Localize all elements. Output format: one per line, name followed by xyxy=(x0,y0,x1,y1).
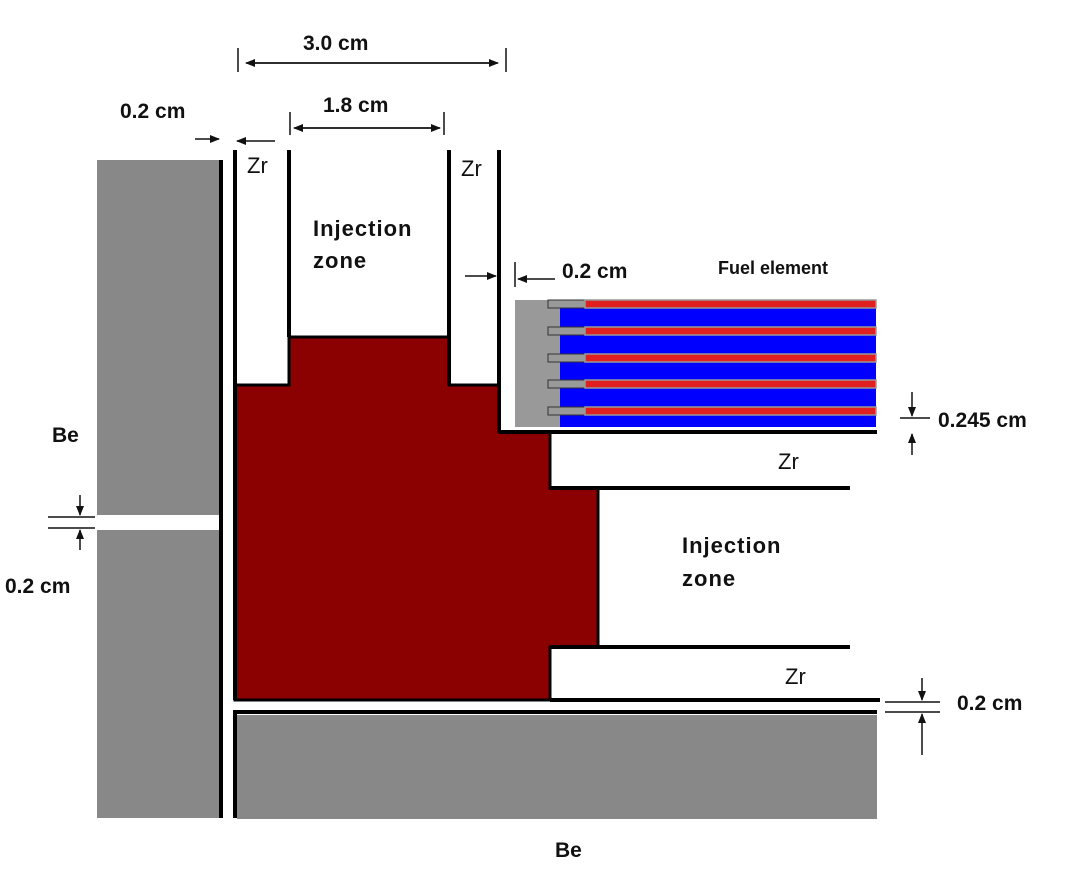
be-label-bottom: Be xyxy=(555,839,582,862)
be-label-left: Be xyxy=(52,424,79,447)
dim-0-245cm-label: 0.245 cm xyxy=(938,409,1027,432)
be-block-left-top xyxy=(97,160,219,515)
dim-1-8cm-label: 1.8 cm xyxy=(323,94,388,117)
walls xyxy=(219,150,880,818)
injection-zone-right-line1: Injection xyxy=(682,533,781,558)
dim-0-2cm-bottom-label: 0.2 cm xyxy=(957,692,1022,715)
be-block-left-bottom xyxy=(97,530,219,818)
zr-label-low: Zr xyxy=(785,664,806,689)
fuel-plate xyxy=(547,406,877,416)
zr-label-mid: Zr xyxy=(778,449,799,474)
dim-0-2cm-fuel-label: 0.2 cm xyxy=(562,260,627,283)
fuel-element-label: Fuel element xyxy=(718,258,828,278)
zr-label-top-left: Zr xyxy=(247,153,268,178)
be-block-bottom xyxy=(237,715,877,819)
fuel-plate xyxy=(547,299,877,309)
fuel-plate xyxy=(547,353,877,363)
injection-zone-top-line1: Injection xyxy=(313,216,412,241)
dim-3cm-label: 3.0 cm xyxy=(303,32,368,55)
injection-zone-right-line2: zone xyxy=(682,566,736,591)
fuel-plate xyxy=(547,326,877,336)
fuel-element xyxy=(515,299,877,427)
dimension-lines xyxy=(48,48,940,755)
injection-zone-top-line2: zone xyxy=(313,248,367,273)
fuel-plate xyxy=(547,379,877,389)
dim-0-2cm-top-label: 0.2 cm xyxy=(120,100,185,123)
dim-0-2cm-left-label: 0.2 cm xyxy=(5,575,70,598)
zr-label-top-right: Zr xyxy=(461,156,482,181)
